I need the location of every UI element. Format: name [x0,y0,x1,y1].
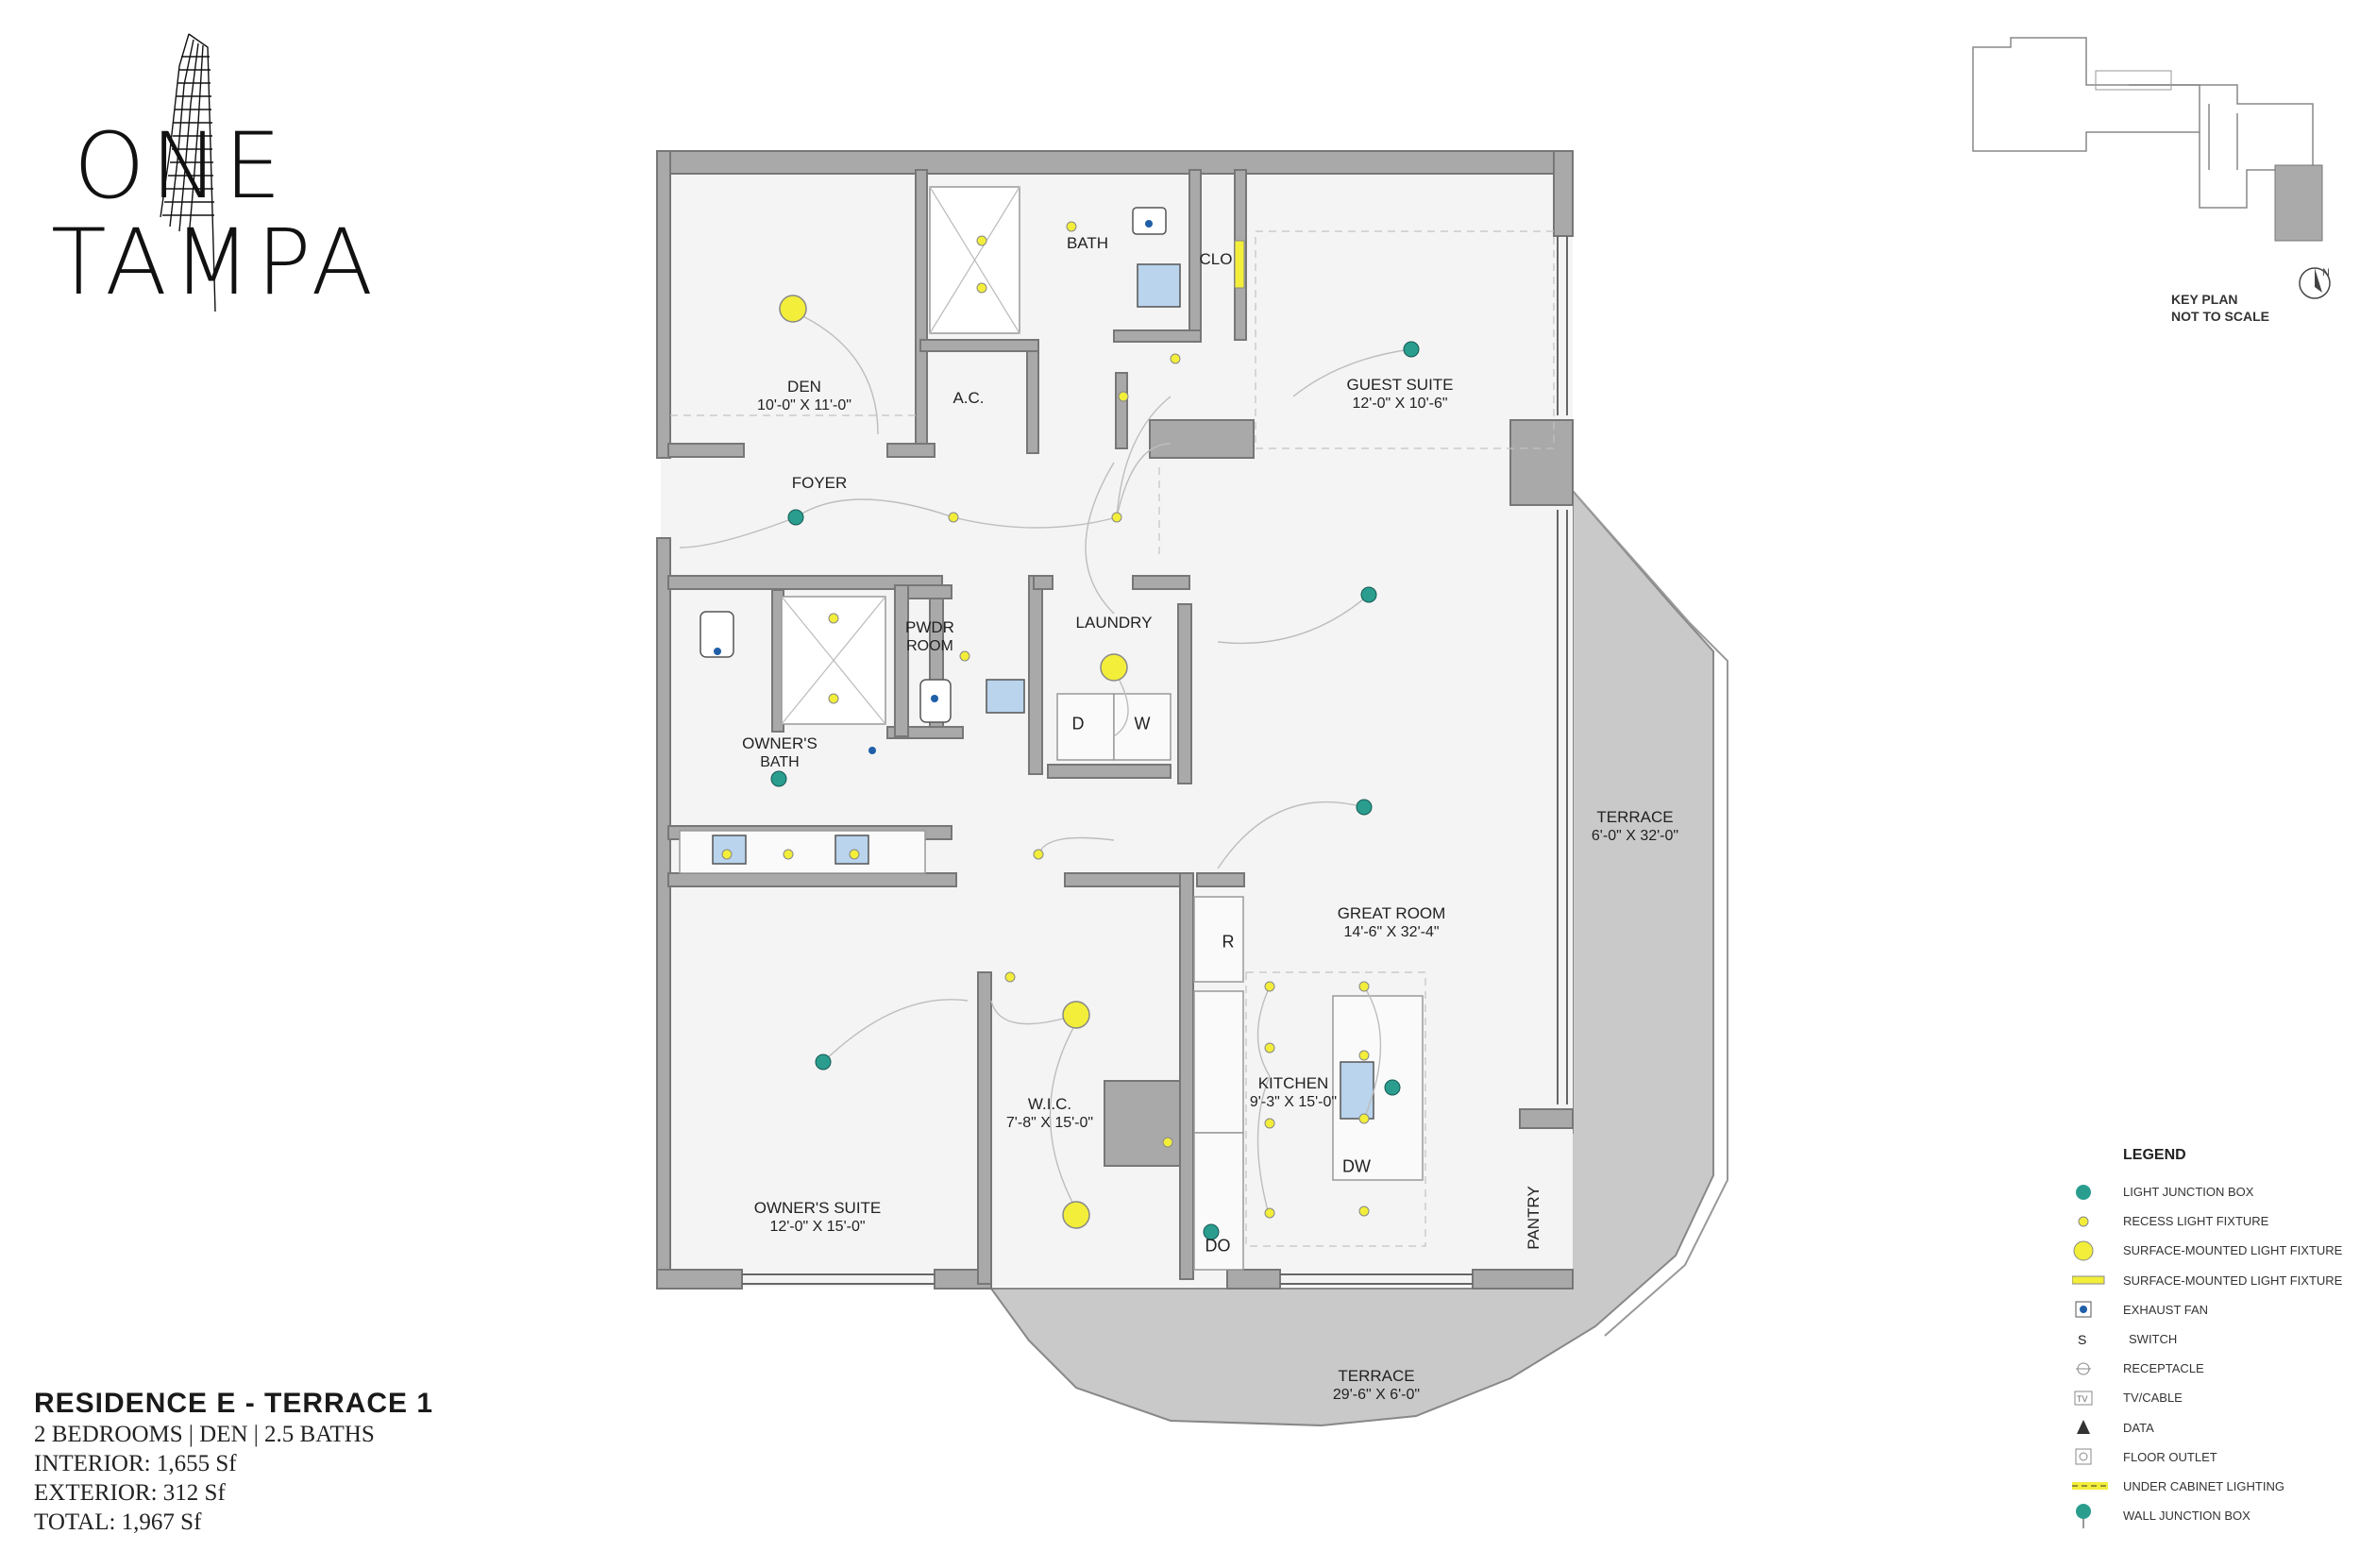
room-wic-dim: 7'-8" X 15'-0" [1005,1115,1094,1131]
room-great-room-dim: 14'-6" X 32'-4" [1343,924,1440,940]
room-owners-suite-name: OWNER'S SUITE [753,1199,882,1217]
legend-item: UNDER CABINET LIGHTING [2072,1472,2355,1501]
legend-item: S SWITCH [2072,1324,2355,1354]
legend-item: SURFACE-MOUNTED LIGHT FIXTURE [2072,1236,2355,1265]
key-plan-title: KEY PLAN [2171,292,2238,307]
room-great-room: GREAT ROOM 14'-6" X 32'-4" [1338,904,1446,942]
room-wic: W.I.C. 7'-8" X 15'-0" [1006,1095,1093,1133]
north-letter: N [2322,267,2330,278]
room-guest-suite: GUEST SUITE 12'-0" X 10'-6" [1346,376,1453,413]
room-pantry: PANTRY [1525,1186,1542,1250]
legend-item: RECEPTACLE [2072,1354,2355,1383]
room-kitchen-name: KITCHEN [1257,1074,1329,1092]
recess-light-icon [2078,1216,2089,1227]
room-owners-suite-dim: 12'-0" X 15'-0" [769,1219,866,1235]
room-terrace-east-dim: 6'-0" X 32'-0" [1591,828,1679,844]
legend: LEGEND LIGHT JUNCTION BOX RECESS LIGHT F… [2072,1147,2355,1530]
legend-item: RECESS LIGHT FIXTURE [2072,1206,2355,1236]
one-tampa-logo: ONE TAMPA [28,28,373,330]
receptacle-icon [2076,1362,2091,1375]
room-kitchen: KITCHEN 9'-3" X 15'-0" [1250,1074,1337,1112]
tower-graphic [160,33,216,312]
washer-label: W [1134,714,1151,733]
residence-exterior: EXTERIOR: 312 Sf [34,1480,226,1506]
room-owners-bath-name: OWNER'S [742,734,818,752]
residence-total: TOTAL: 1,967 Sf [34,1509,202,1535]
room-den: DEN 10'-0" X 11'-0" [757,378,851,415]
room-owners-suite: OWNER'S SUITE 12'-0" X 15'-0" [754,1199,882,1237]
room-great-room-name: GREAT ROOM [1337,904,1446,922]
residence-title: RESIDENCE E - TERRACE 1 [34,1388,434,1419]
room-owners-bath: OWNER'S BATH [742,734,818,772]
key-plan-note: NOT TO SCALE [2171,309,2269,324]
room-pwdr-name: PWDR [905,618,954,636]
floor-outlet-icon [2075,1448,2092,1465]
tv-cable-icon: TV [2074,1391,2093,1406]
room-owners-bath-name2: BATH [760,754,800,770]
legend-item: WALL JUNCTION BOX [2072,1501,2355,1530]
room-wic-name: W.I.C. [1027,1095,1072,1113]
svg-text:TV: TV [2077,1394,2088,1404]
key-plan-label: KEY PLAN NOT TO SCALE [2171,291,2269,325]
room-terrace-south-name: TERRACE [1338,1367,1415,1385]
legend-item: FLOOR OUTLET [2072,1442,2355,1472]
logo-word-tampa: TAMPA [51,210,379,315]
room-den-name: DEN [787,378,821,396]
under-cabinet-icon [2072,1482,2108,1491]
oven-label: DO [1205,1236,1231,1256]
wall-junction-box-icon [2076,1503,2091,1528]
switch-icon: S [2078,1331,2087,1347]
exhaust-fan-icon [2075,1301,2092,1318]
north-arrow-icon: N [2299,267,2331,299]
room-bath: BATH [1066,234,1109,252]
residence-bedrooms: 2 BEDROOMS | DEN | 2.5 BATHS [34,1422,375,1447]
room-guest-suite-name: GUEST SUITE [1346,376,1454,394]
legend-item: EXHAUST FAN [2072,1295,2355,1324]
room-guest-suite-dim: 12'-0" X 10'-6" [1352,396,1448,412]
room-terrace-south-dim: 29'-6" X 6'-0" [1332,1387,1421,1403]
residence-info: RESIDENCE E - TERRACE 1 2 BEDROOMS | DEN… [34,1388,600,1537]
room-terrace-south: TERRACE 29'-6" X 6'-0" [1333,1367,1420,1405]
room-pwdr-name2: ROOM [906,638,953,654]
surface-light-bar-icon [2072,1275,2105,1285]
dryer-label: D [1071,714,1085,733]
room-ac: A.C. [952,389,985,407]
light-junction-box-icon [2076,1184,2091,1200]
legend-heading: LEGEND [2123,1147,2186,1163]
legend-item: LIGHT JUNCTION BOX [2072,1177,2355,1206]
surface-light-round-icon [2073,1240,2094,1261]
refrigerator-label: R [1222,932,1235,952]
room-pwdr: PWDR ROOM [905,618,954,656]
room-laundry: LAUNDRY [1075,614,1153,632]
legend-item: SURFACE-MOUNTED LIGHT FIXTURE [2072,1266,2355,1295]
room-terrace-east: TERRACE 6'-0" X 32'-0" [1592,808,1678,846]
room-terrace-east-name: TERRACE [1596,808,1674,826]
room-kitchen-dim: 9'-3" X 15'-0" [1249,1094,1338,1110]
residence-interior: INTERIOR: 1,655 Sf [34,1451,237,1476]
logo-word-one: ONE [74,113,288,219]
room-den-dim: 10'-0" X 11'-0" [757,397,851,413]
key-plan-diagram [1972,37,2323,242]
legend-item: TV TV/CABLE [2072,1383,2355,1412]
legend-item: DATA [2072,1413,2355,1442]
dishwasher-label: DW [1342,1156,1371,1176]
data-icon [2077,1420,2090,1435]
room-clo: CLO [1199,250,1233,268]
room-foyer: FOYER [791,474,848,492]
